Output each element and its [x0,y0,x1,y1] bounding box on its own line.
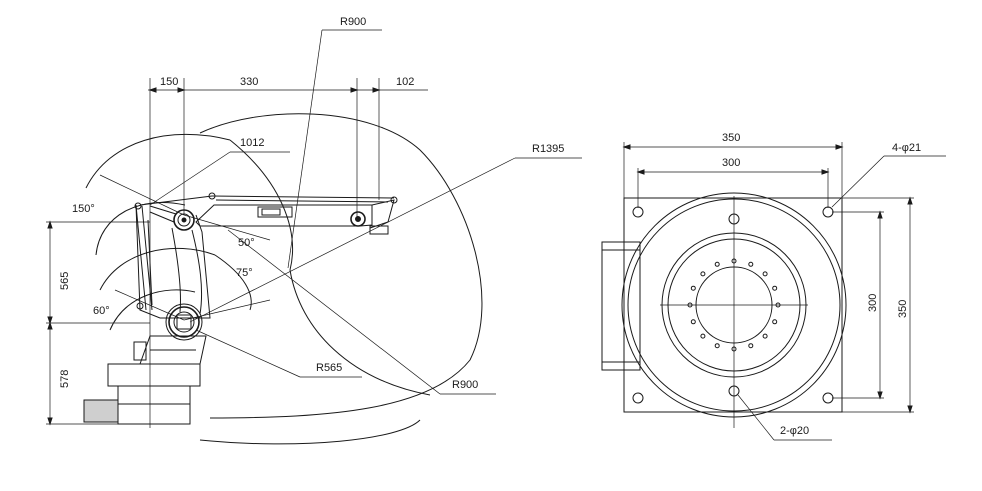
radius-r900-top: R900 [340,16,366,28]
label-pin-holes: 2-φ20 [780,425,809,437]
dim-width-outer: 350 [722,132,740,144]
robot-upper-arm [134,192,398,310]
bolt-hole [772,285,778,291]
bolt-hole [748,261,754,267]
dim-330: 330 [240,76,258,88]
angle-150: 150° [72,203,95,215]
bolt-hole [690,319,696,325]
angle-60: 60° [93,305,110,317]
angle-75: 75° [236,267,253,279]
radius-r1395: R1395 [532,143,564,155]
side-view: 150 330 102 R900 1012 R1395 R565 R900 [46,16,582,445]
bolt-hole [772,319,778,325]
robot-base [83,335,207,425]
bolt-hole [762,271,768,277]
dim-150: 150 [160,76,178,88]
bolt-hole [700,271,706,277]
bolt-hole [762,333,768,339]
base-view: 350 300 300 350 4-φ21 2-φ20 [601,132,946,441]
cable-box [601,241,641,371]
robot-lower-arm [135,204,211,319]
base-plate [623,197,843,413]
dim-565: 565 [59,272,71,290]
radius-r565: R565 [316,362,342,374]
dim-width-inner: 300 [722,157,740,169]
dim-height-outer: 350 [897,300,909,318]
dim-height-inner: 300 [867,294,879,312]
angle-50: 50° [238,237,255,249]
bolt-hole [714,343,720,349]
radius-r900-bottom: R900 [452,379,478,391]
corner-hole [822,392,834,404]
bolt-hole [690,285,696,291]
corner-hole [822,206,834,218]
corner-hole [632,206,644,218]
corner-hole [632,392,644,404]
bolt-hole [714,261,720,267]
bolt-hole [748,343,754,349]
robot-joints [165,209,366,341]
dim-102: 102 [396,76,414,88]
bolt-hole [700,333,706,339]
radius-1012: 1012 [240,137,264,149]
dim-578: 578 [59,370,71,388]
label-corner-holes: 4-φ21 [892,142,921,154]
